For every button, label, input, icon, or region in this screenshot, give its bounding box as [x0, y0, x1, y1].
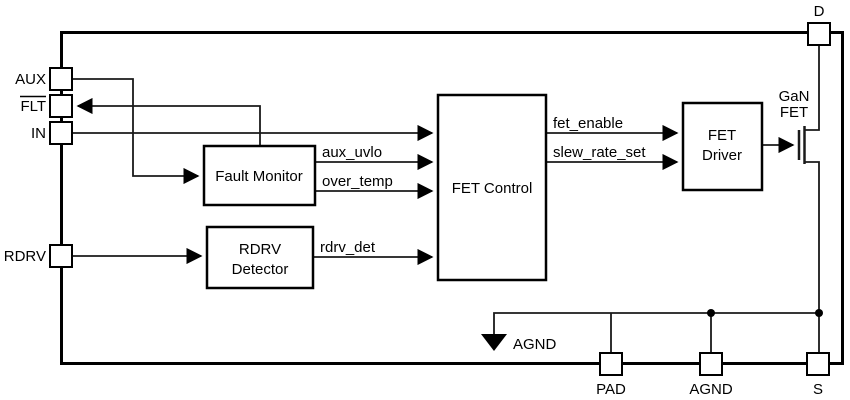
- pad-d: [807, 22, 831, 46]
- wire-fault-monitor-to-flt: [76, 97, 261, 146]
- signal-label-slew-rate-set: slew_rate_set: [553, 144, 646, 161]
- pin-label-agnd: AGND: [689, 381, 733, 398]
- transistor-label-line1: GaN: [779, 88, 810, 105]
- pin-label-in: IN: [31, 125, 46, 142]
- signal-label-rdrv-det: rdrv_det: [320, 239, 376, 256]
- chip-boundary: [60, 31, 844, 365]
- block-label-rdrv-detector-line1: RDRV: [239, 241, 281, 258]
- pad-flt: [49, 94, 73, 118]
- ground-symbol: [481, 334, 507, 351]
- block-fault-monitor: [202, 144, 317, 207]
- ground-label: AGND: [513, 336, 557, 353]
- junction-dot-s: [815, 309, 823, 317]
- pad-agnd: [699, 352, 723, 376]
- block-rdrv-detector: [205, 225, 315, 290]
- wire-source-to-s-pad: [804, 161, 820, 353]
- pad-s: [806, 352, 830, 376]
- block-label-fet-driver-line2: Driver: [702, 147, 742, 164]
- pin-label-s: S: [813, 381, 823, 398]
- pin-label-rdrv: RDRV: [4, 248, 46, 265]
- block-fet-driver: [681, 101, 764, 192]
- wire-agnd-net: [493, 312, 819, 334]
- block-label-fet-driver-line1: FET: [708, 127, 736, 144]
- pin-label-pad: PAD: [596, 381, 626, 398]
- pin-label-d: D: [814, 3, 825, 20]
- wire-aux-to-fault-monitor: [72, 78, 200, 185]
- pad-aux: [49, 67, 73, 91]
- pin-label-aux: AUX: [15, 71, 46, 88]
- signal-label-aux-uvlo: aux_uvlo: [322, 144, 382, 161]
- junction-dot-agnd: [707, 309, 715, 317]
- block-fet-control: [436, 93, 548, 282]
- wire-drain-to-d-pad: [804, 45, 820, 131]
- signal-label-over-temp: over_temp: [322, 173, 393, 190]
- block-label-fet-control: FET Control: [452, 180, 533, 197]
- block-label-fault-monitor: Fault Monitor: [215, 168, 303, 185]
- pad-pad: [599, 352, 623, 376]
- signal-label-fet-enable: fet_enable: [553, 115, 623, 132]
- pad-rdrv: [49, 244, 73, 268]
- pad-in: [49, 121, 73, 145]
- block-label-rdrv-detector-line2: Detector: [232, 261, 289, 278]
- pin-label-flt: FLT: [20, 98, 46, 115]
- transistor-label-line2: FET: [780, 104, 808, 121]
- gan-fet-symbol: [797, 45, 820, 353]
